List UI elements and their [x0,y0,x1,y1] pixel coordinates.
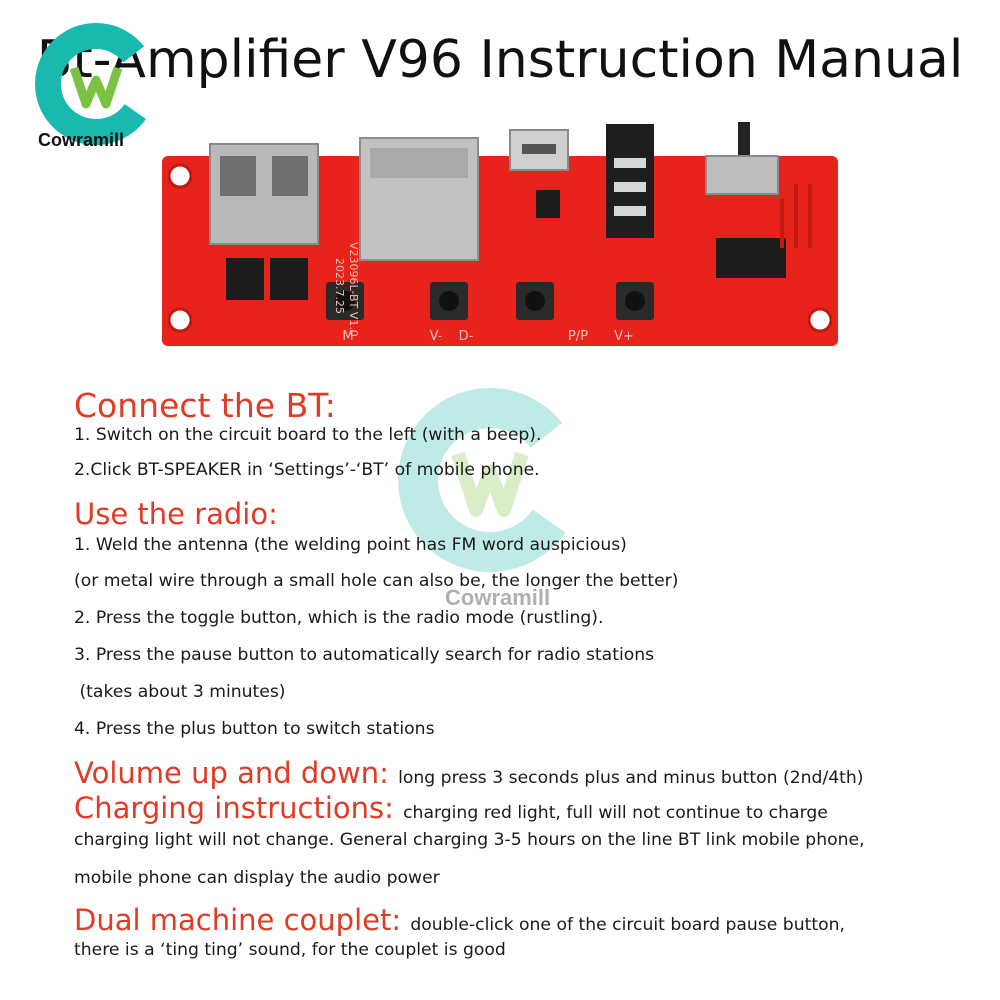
volume-text: long press 3 seconds plus and minus butt… [398,768,864,788]
heading-couplet: Dual machine couplet: [74,903,402,937]
watermark-logo-icon [398,388,582,572]
charging-row: Charging instructions: charging red ligh… [74,791,828,825]
board-model-label: V23096L-BT V1.0 [347,242,360,337]
connect-line-2: 2.Click BT-SPEAKER in ‘Settings’-‘BT’ of… [74,460,540,480]
charging-line-2: mobile phone can display the audio power [74,868,440,888]
heading-charging: Charging instructions: [74,791,394,825]
radio-line-3: 2. Press the toggle button, which is the… [74,608,604,628]
radio-line-4: 3. Press the pause button to automatical… [74,645,655,665]
board-label-d-minus: D- [459,329,474,344]
couplet-text: double-click one of the circuit board pa… [410,915,845,935]
couplet-line-1: there is a ‘ting ting’ sound, for the co… [74,940,506,960]
heading-connect-bt: Connect the BT: [74,386,336,425]
volume-row: Volume up and down: long press 3 seconds… [74,756,864,790]
heading-volume: Volume up and down: [74,756,389,790]
radio-line-2: (or metal wire through a small hole can … [74,571,679,591]
connect-line-1: 1. Switch on the circuit board to the le… [74,425,542,445]
heading-use-radio: Use the radio: [74,497,278,531]
brand-logo-icon [35,23,157,145]
watermark-text: Cowramill [445,585,551,610]
radio-line-5: (takes about 3 minutes) [74,682,286,702]
couplet-row: Dual machine couplet: double-click one o… [74,903,845,937]
brand-logo-text: Cowramill [38,130,125,150]
charging-line-1: charging light will not change. General … [74,830,865,850]
circuit-board-image: M V- D- P/P V+ 2023.7.25 V23096L-BT V1.0 [162,122,838,346]
board-date-label: 2023.7.25 [333,258,346,314]
radio-line-1: 1. Weld the antenna (the welding point h… [74,535,627,555]
board-label-v-minus: V- [430,329,443,344]
radio-line-6: 4. Press the plus button to switch stati… [74,719,435,739]
charging-text: charging red light, full will not contin… [403,803,828,823]
board-label-m: M [342,329,353,344]
page-title: Bt-Amplifier V96 Instruction Manual [36,30,964,90]
board-label-pp: P/P [568,329,588,344]
board-label-v-plus: V+ [614,329,634,344]
